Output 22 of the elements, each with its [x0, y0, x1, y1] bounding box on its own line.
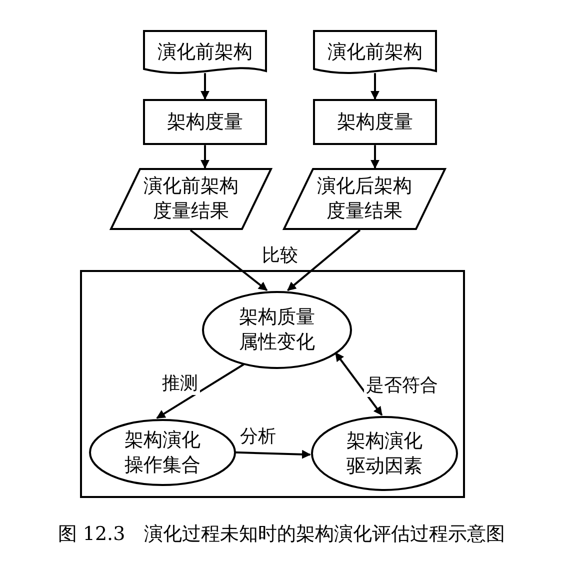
arrow: [200, 145, 210, 169]
arrow: [370, 145, 380, 169]
node-label: 架构度量: [336, 110, 414, 134]
node-label: 演化前架构: [326, 40, 424, 65]
node-label: 演化前架构度量结果: [142, 174, 240, 224]
figure-caption: 图 12.3 演化过程未知时的架构演化评估过程示意图: [56, 522, 506, 547]
arrow: [235, 450, 311, 459]
node-label: 演化前架构: [156, 40, 254, 65]
arrow: [156, 364, 244, 419]
node-label: 架构度量: [166, 110, 244, 134]
node-label: 架构演化驱动因素: [346, 428, 424, 478]
node-label: 架构演化操作集合: [124, 428, 202, 478]
arrow: [287, 229, 361, 292]
arrow: [370, 73, 380, 100]
arrow: [200, 73, 210, 100]
edge-label: 推测: [160, 371, 200, 395]
edge-label: 是否符合: [364, 373, 440, 397]
arrow: [334, 352, 383, 416]
arrow: [190, 229, 268, 292]
node-label: 演化后架构度量结果: [316, 174, 413, 224]
group-frame: [80, 270, 465, 498]
node-label: 架构质量属性变化: [238, 305, 316, 355]
